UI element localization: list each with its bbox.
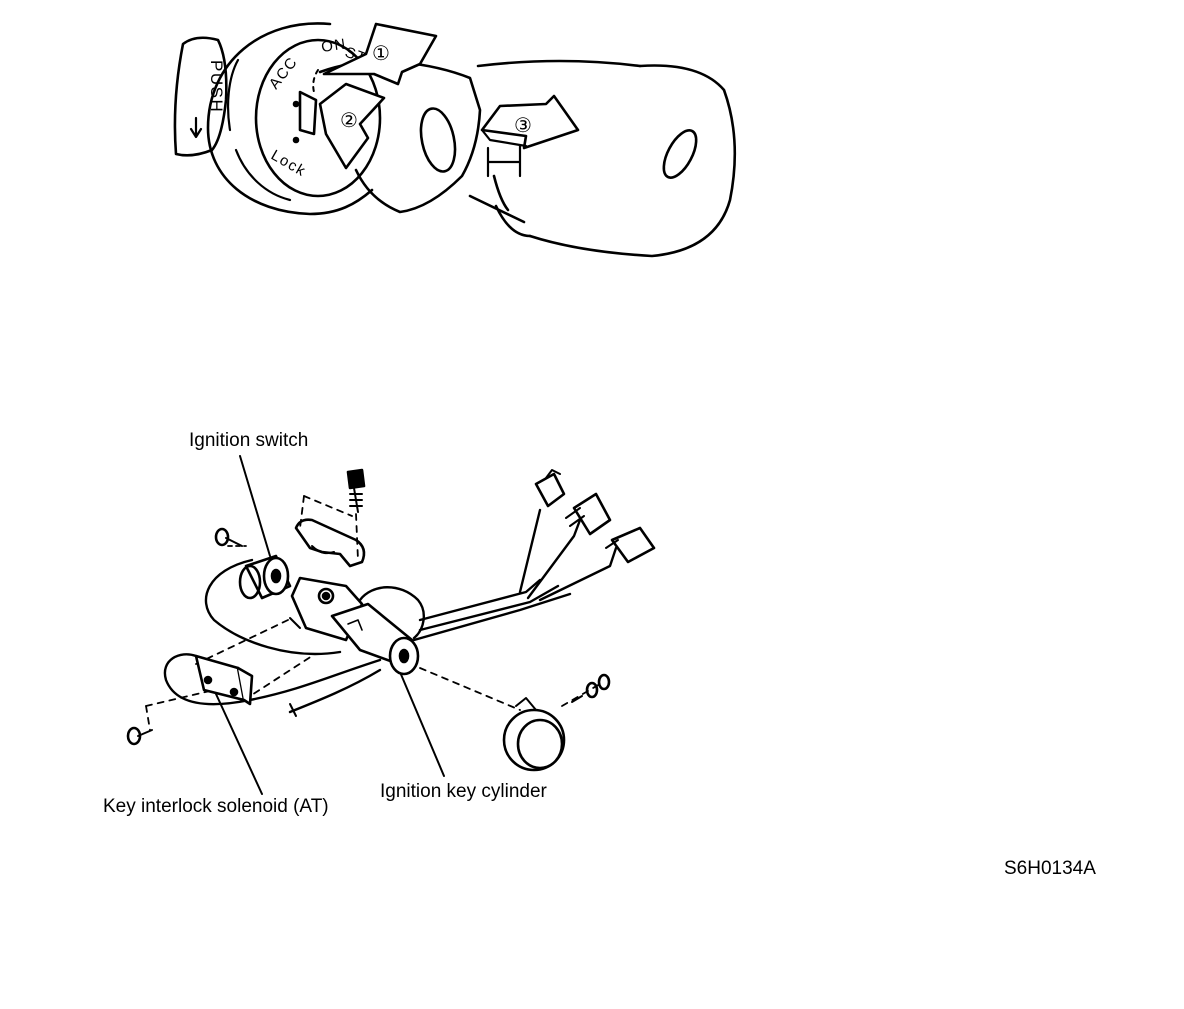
- key-slot: [298, 69, 319, 136]
- figure-code: S6H0134A: [1004, 858, 1096, 879]
- ignition-switch-part: [238, 554, 292, 600]
- column-clamp: [294, 518, 366, 568]
- connector-2: [565, 492, 612, 536]
- step-2-arrow: ②: [318, 82, 386, 170]
- dial-label-acc: ACC: [266, 53, 302, 92]
- push-arrow-icon: [189, 116, 203, 139]
- key-cylinder-part: [330, 602, 420, 676]
- leader-ignition-switch: [239, 455, 271, 557]
- step-2-marker: ②: [340, 110, 358, 132]
- screw-bottom-left: [126, 726, 153, 746]
- step-3-marker: ③: [514, 115, 532, 137]
- connector-3: [605, 526, 656, 564]
- harness-connectors: [534, 469, 656, 564]
- step-1-arrow: ①: [322, 22, 438, 86]
- ignition-bezel: [206, 22, 382, 216]
- clamp-bolt: [346, 468, 366, 513]
- assembly-guides: [145, 495, 601, 731]
- callout-ignition-switch: Ignition switch: [189, 430, 309, 451]
- step-3-arrow: ③: [480, 94, 580, 150]
- key-interlock-solenoid-part: [194, 654, 254, 706]
- key-removal-diagram: PUSH ACC ON ST Lock: [173, 22, 737, 258]
- bezel-screw: [571, 673, 611, 703]
- callout-ignition-key-cylinder: Ignition key cylinder: [380, 781, 547, 802]
- wiring-harness: [163, 508, 618, 717]
- exploded-assembly-diagram: [126, 455, 656, 795]
- callout-key-interlock-solenoid: Key interlock solenoid (AT): [103, 796, 329, 817]
- dial-label-on: ON: [320, 36, 348, 56]
- connector-1: [534, 469, 566, 508]
- leader-key-interlock: [215, 693, 263, 795]
- leader-key-cylinder: [399, 671, 445, 777]
- dial-label-lock: Lock: [268, 147, 309, 181]
- step-1-marker: ①: [372, 43, 390, 65]
- ignition-key: [318, 59, 737, 258]
- screw-left: [214, 527, 247, 547]
- key-cylinder-bezel-ring: [502, 697, 566, 772]
- push-tab: PUSH: [173, 36, 228, 157]
